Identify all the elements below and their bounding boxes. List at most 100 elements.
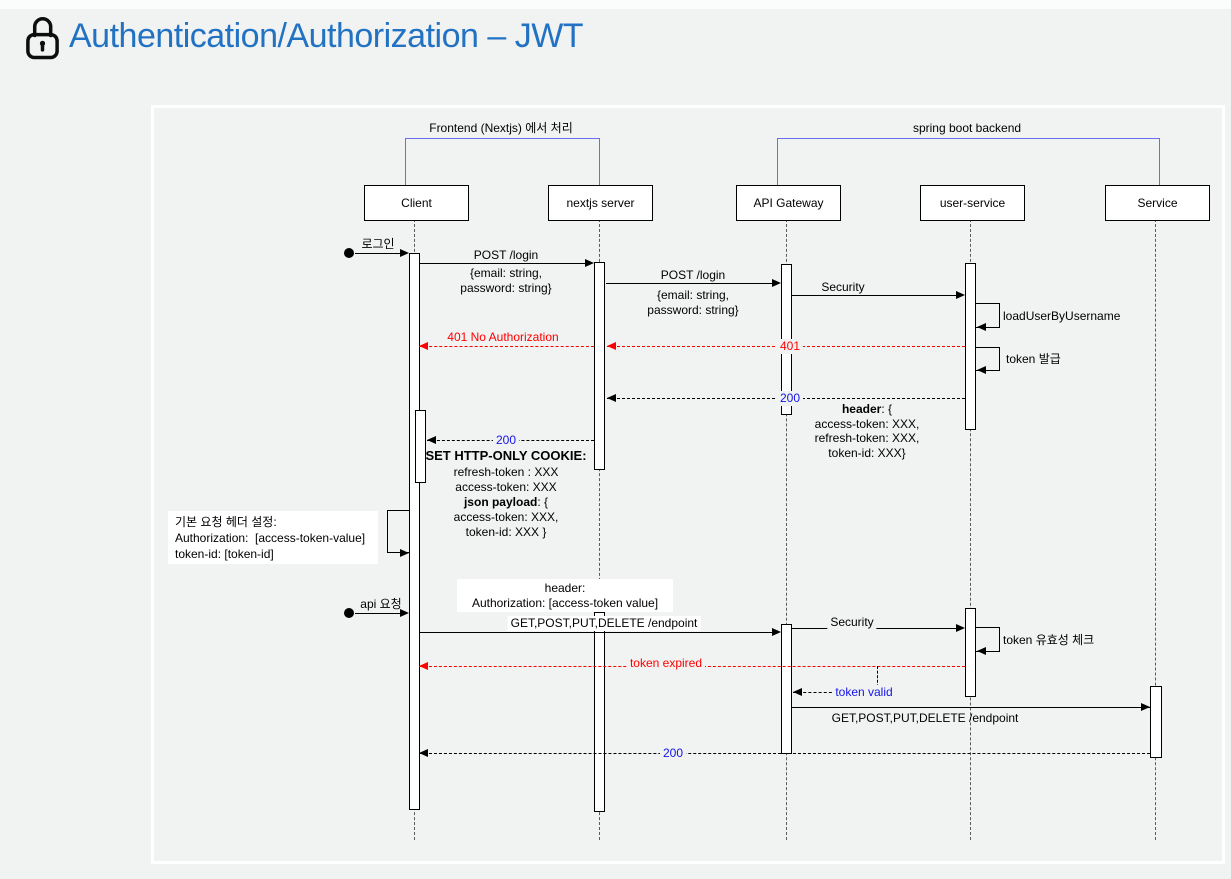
label-login-body-1a: {email: string, (469, 266, 543, 280)
arrow-post-login-1 (420, 263, 587, 264)
participant-userservice-label: user-service (939, 196, 1006, 210)
arrowhead-load-user (977, 323, 986, 331)
arrowhead-post-login-1 (585, 259, 594, 267)
label-login-body-2b: password: string} (647, 303, 739, 317)
label-401: 401 (776, 339, 804, 354)
arrow-security-1 (792, 295, 958, 296)
arrowhead-security-2 (956, 624, 965, 632)
note-request-header (457, 579, 673, 612)
activation-client-main (409, 253, 420, 810)
arrow-post-login-2 (606, 283, 774, 284)
label-req-header-title: header: (544, 581, 586, 595)
label-login: 로그인 (361, 237, 395, 251)
arrowhead-login (400, 249, 409, 257)
selfcall-token-check (976, 627, 1000, 652)
activation-userservice-1 (965, 263, 976, 430)
label-security-1: Security (821, 280, 865, 294)
arrowhead-token-expired (419, 662, 428, 670)
label-401-no-auth: 401 No Authorization (447, 330, 559, 344)
label-note-title: 기본 요청 헤더 설정: (175, 515, 277, 529)
participant-service: Service (1105, 185, 1210, 221)
lifeline-userservice (970, 219, 971, 840)
label-cookie-access2: access-token: XXX, (453, 510, 559, 524)
activation-gateway-2 (781, 624, 792, 754)
label-cookie-tokenid: token-id: XXX } (465, 525, 547, 539)
label-header-refresh: refresh-token: XXX, (814, 431, 920, 445)
activation-service (1150, 686, 1162, 758)
start-dot-api-request (344, 608, 354, 618)
selfcall-load-user (976, 303, 1000, 328)
label-cookie-refresh: refresh-token : XXX (453, 465, 559, 479)
label-cookie-title: SET HTTP-ONLY COOKIE: (425, 448, 587, 463)
lock-icon (24, 14, 61, 65)
arrow-endpoint-2 (792, 707, 1150, 708)
label-header-tokenid: token-id: XXX} (828, 446, 906, 460)
participant-gateway: API Gateway (736, 185, 841, 221)
activation-client-nested (415, 410, 426, 483)
page-title: Authentication/Authorization – JWT (69, 17, 584, 55)
label-req-header-auth: Authorization: [access-token value] (471, 596, 659, 610)
diagram-panel (151, 105, 1225, 864)
label-token-valid: token valid (832, 685, 896, 700)
arrowhead-api-request (400, 609, 409, 617)
label-200-to-nextjs: 200 (776, 391, 804, 406)
label-200-final: 200 (659, 746, 687, 761)
label-post-login-1: POST /login (473, 248, 539, 262)
arrowhead-token-issue (977, 366, 986, 374)
label-load-user: loadUserByUsername (1003, 309, 1121, 323)
participant-client-label: Client (401, 196, 432, 210)
arrowhead-401 (607, 342, 616, 350)
backend-group-bracket (777, 138, 1160, 186)
label-token-check: token 유효성 체크 (1003, 633, 1095, 647)
arrow-api-request (355, 613, 402, 614)
label-login-body-2a: {email: string, (656, 288, 730, 302)
arrowhead-200-to-client (427, 436, 436, 444)
participant-gateway-label: API Gateway (753, 196, 824, 210)
arrowhead-200-final (419, 749, 428, 757)
label-json-payload-bold: json payload (463, 495, 538, 509)
arrow-200-final (419, 753, 1150, 754)
frontend-group-label: Frontend (Nextjs) 에서 처리 (429, 121, 573, 135)
arrow-login (355, 253, 402, 254)
activation-userservice-2 (965, 608, 976, 697)
arrowhead-token-valid (793, 688, 802, 696)
label-security-2: Security (827, 615, 877, 630)
label-token-issue: token 발급 (1006, 352, 1061, 366)
arrowhead-set-headers (400, 549, 409, 557)
participant-service-label: Service (1137, 196, 1178, 210)
lifeline-nextjs (599, 219, 600, 840)
lifeline-service (1155, 219, 1156, 840)
label-note-tokenid: token-id: [token-id] (175, 547, 274, 561)
label-header-block-title: header: { (842, 402, 892, 417)
start-dot-login (344, 248, 354, 258)
arrowhead-post-login-2 (772, 279, 781, 287)
label-header-rest: : { (881, 402, 893, 416)
arrowhead-endpoint-1 (772, 628, 781, 636)
participant-nextjs: nextjs server (548, 185, 653, 221)
frontend-group-bracket (405, 138, 600, 186)
label-login-body-1b: password: string} (460, 281, 552, 295)
selfcall-set-headers (387, 510, 409, 553)
note-default-headers (168, 511, 378, 564)
arrowhead-200-to-nextjs (607, 394, 616, 402)
arrowhead-token-check (977, 647, 986, 655)
backend-group-label: spring boot backend (912, 121, 1022, 135)
participant-nextjs-label: nextjs server (566, 196, 635, 210)
activation-nextjs-1 (594, 262, 605, 470)
label-cookie-access: access-token: XXX (455, 480, 557, 494)
label-200-to-client: 200 (492, 433, 520, 448)
top-strip (0, 0, 1231, 9)
participant-userservice: user-service (920, 185, 1025, 221)
arrowhead-security-1 (956, 291, 965, 299)
page-title-bar: Authentication/Authorization – JWT (24, 14, 584, 65)
label-header-bold: header (841, 402, 882, 416)
label-endpoint-2: GET,POST,PUT,DELETE /endpoint (831, 711, 1019, 725)
arrow-token-valid-vertical (877, 666, 878, 692)
selfcall-token-issue (976, 347, 1000, 371)
arrowhead-401-no-auth (419, 342, 428, 350)
label-header-access: access-token: XXX, (814, 417, 920, 431)
label-endpoint-1: GET,POST,PUT,DELETE /endpoint (507, 616, 701, 631)
arrowhead-endpoint-2 (1141, 703, 1150, 711)
label-post-login-2: POST /login (660, 268, 726, 282)
